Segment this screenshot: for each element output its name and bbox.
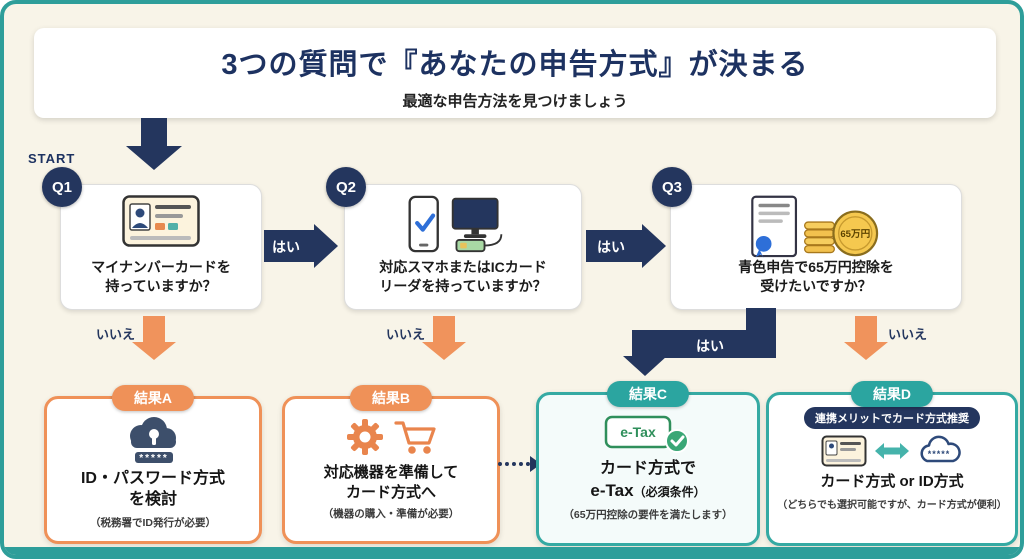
result-c-line2-sub: （必須条件） [633, 484, 706, 499]
result-b-line1: 対応機器を準備して [323, 464, 459, 481]
result-c-line1: カード方式で [599, 460, 696, 477]
password-mask-d: ***** [928, 449, 951, 459]
q3-badge: Q3 [652, 167, 692, 207]
gear-icon [347, 419, 383, 455]
page-title: 3つの質問で『あなたの申告方式』が決まる [221, 49, 809, 81]
cart-icon [394, 421, 436, 454]
q1-badge: Q1 [42, 167, 82, 207]
q2-text-line2: リーダを持っていますか？ [379, 278, 547, 295]
recommendation-banner: 連携メリットでカード方式推奨 [804, 407, 980, 429]
result-a-badge: 結果A [111, 385, 195, 411]
start-label: START [28, 151, 76, 166]
result-d-box: 結果D 連携メリットでカード方式推奨 ***** カード方式 or ID方式 （… [766, 381, 1018, 546]
etax-label: e-Tax [620, 424, 656, 440]
password-mask-a: ***** [139, 453, 168, 464]
q1-yes-label: はい [272, 239, 300, 255]
q2-no-label: いいえ [386, 327, 426, 342]
page-subtitle: 最適な申告方法を見つけましょう [402, 93, 628, 110]
q2-text-line1: 対応スマホまたはICカード [379, 258, 547, 275]
q3-text-line2: 受けたいですか？ [760, 278, 872, 295]
q1-text-line1: マイナンバーカードを [91, 258, 231, 275]
q3-yes-label: はい [696, 338, 724, 354]
q1-text-line2: 持っていますか？ [105, 278, 217, 295]
result-d-line1: カード方式 or ID方式 [820, 473, 964, 490]
header-panel: 3つの質問で『あなたの申告方式』が決まる 最適な申告方法を見つけましょう [34, 28, 996, 118]
result-b-box: 結果B 対応機器を準備して カード方式へ （機器の購入・準備が必要） [282, 385, 500, 544]
result-d-note: （どちらでも選択可能ですが、カード方式が便利） [777, 499, 1007, 511]
result-c-badge: 結果C [606, 381, 690, 407]
document-coins-icon: 65万円 [751, 195, 879, 258]
result-c-note: （65万円控除の要件を満たします） [563, 508, 733, 521]
result-c-box: 結果C e-Tax カード方式で e-Tax（必須条件） （65万円控除の要件を… [536, 381, 760, 546]
smartphone-reader-icon [408, 195, 503, 253]
result-a-box: 結果A ***** ID・パスワード方式 を検討 （税務署でID発行が必要） [44, 385, 262, 544]
swap-arrow-icon [875, 443, 909, 459]
result-b-badge: 結果B [349, 385, 433, 411]
result-c-line2-main: e-Tax [590, 480, 634, 500]
q3-no-label: いいえ [888, 327, 928, 342]
cloud-password-icon: ***** [130, 417, 176, 464]
result-b-line2: カード方式へ [345, 483, 436, 501]
q3-box: 65万円 青色申告で65万円控除を 受けたいですか？ [670, 184, 962, 310]
id-card-icon [821, 435, 867, 467]
bottom-accent-bar [4, 547, 1020, 555]
result-a-line1: ID・パスワード方式 [80, 470, 225, 487]
q1-no-label: いいえ [96, 327, 136, 342]
q2-yes-label: はい [597, 239, 625, 255]
q2-badge: Q2 [326, 167, 366, 207]
q1-box: マイナンバーカードを 持っていますか？ [60, 184, 262, 310]
etax-check-icon: e-Tax [604, 415, 689, 453]
q3-text-line1: 青色申告で65万円控除を [738, 258, 894, 275]
result-a-line2: を検討 [128, 490, 177, 508]
result-a-note: （税務署でID発行が必要） [90, 516, 216, 529]
cloud-icon: ***** [920, 435, 961, 463]
q2-box: 対応スマホまたはICカード リーダを持っていますか？ [344, 184, 582, 310]
result-c-line2: e-Tax（必須条件） [590, 480, 705, 503]
result-d-badge: 結果D [850, 381, 934, 407]
mynumber-card-icon [122, 195, 200, 247]
coin-label: 65万円 [840, 229, 870, 240]
result-b-note: （機器の購入・準備が必要） [322, 508, 460, 520]
